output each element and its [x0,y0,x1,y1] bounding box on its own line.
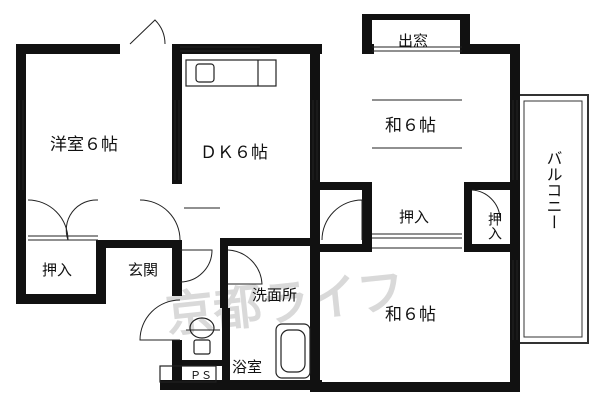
label-entrance: 玄関 [128,261,158,279]
label-bathroom: 浴室 [232,358,262,376]
doors [27,19,501,341]
label-japanese-room-upper: 和６帖 [385,116,436,136]
label-pipe-space: ＰＳ [190,369,212,382]
label-closet-small: 押入 [486,212,502,240]
label-bay-window: 出窓 [398,32,428,50]
walls [16,14,520,392]
label-closet-left: 押入 [42,261,72,279]
bath-fixtures [159,317,311,383]
label-washroom: 洗面所 [252,286,297,304]
label-balcony: バルコニー [544,150,563,230]
label-closet-center: 押入 [399,208,429,226]
windows [18,46,518,340]
label-western-room: 洋室６帖 [50,135,118,155]
label-dining-kitchen: ＤＫ６帖 [200,143,268,163]
label-japanese-room-lower: 和６帖 [385,305,436,325]
kitchen-counter [185,59,277,87]
